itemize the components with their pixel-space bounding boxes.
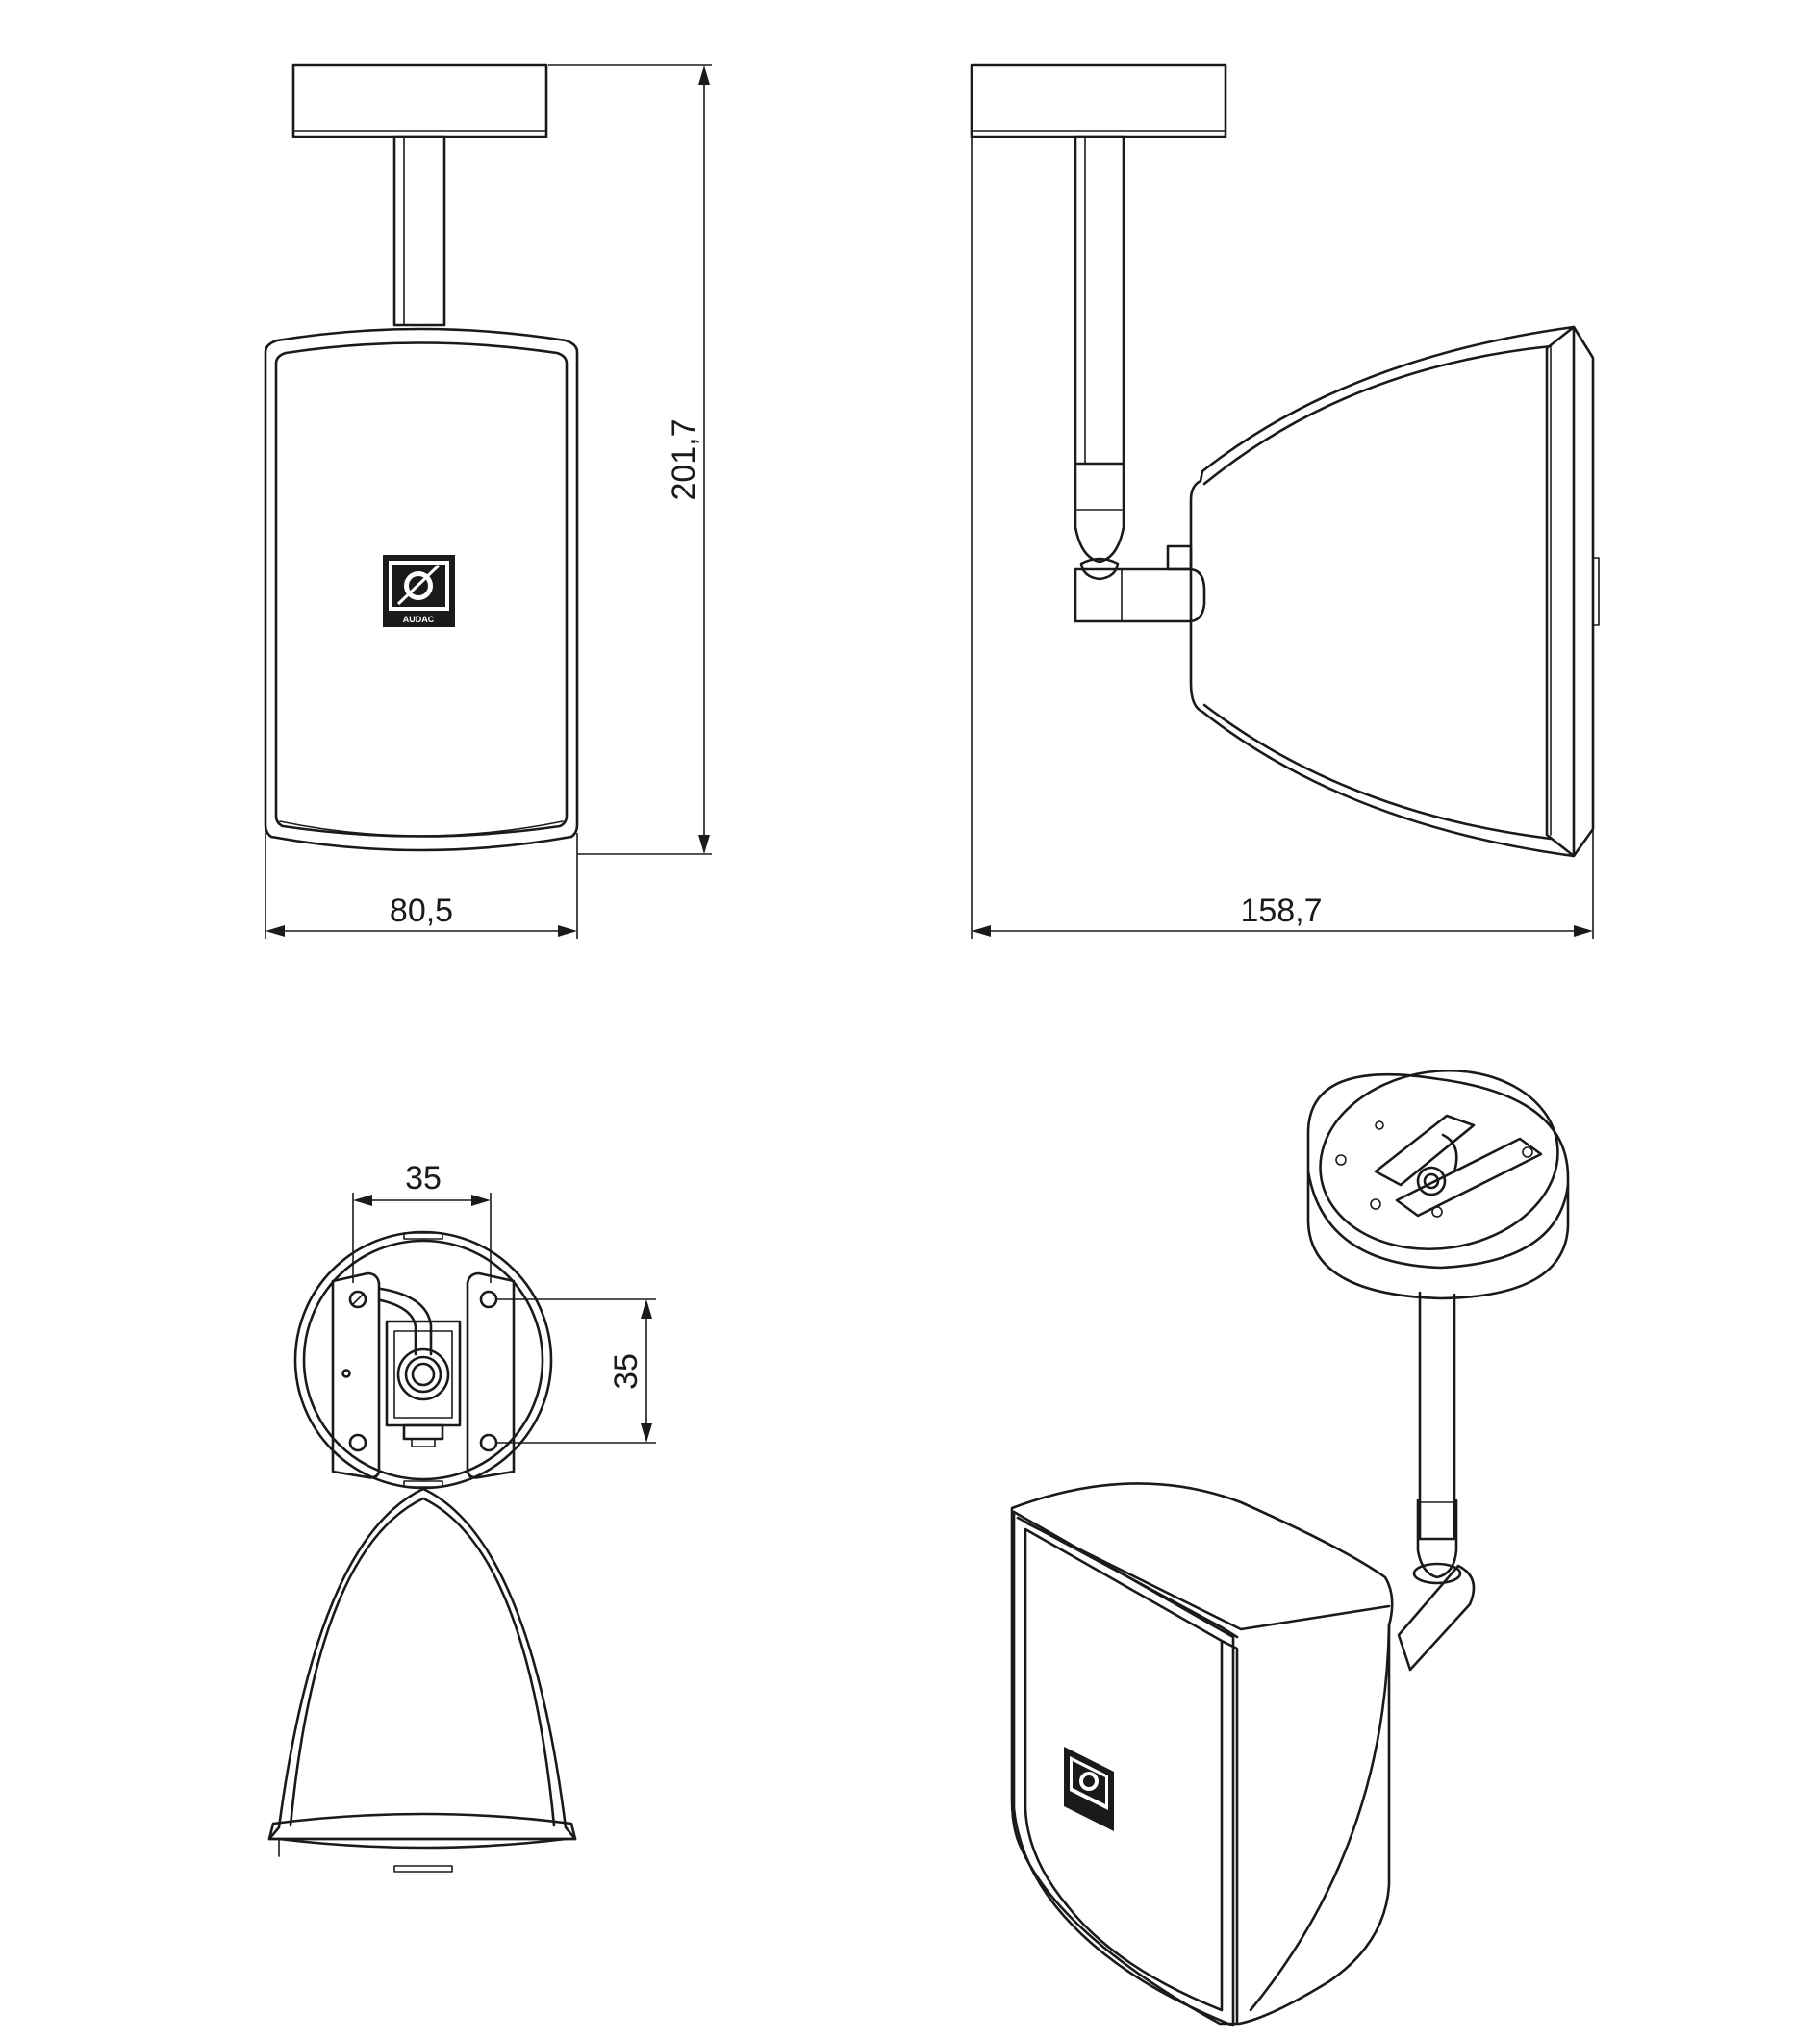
iso-cup-bracket: [1374, 1114, 1476, 1187]
side-view: [970, 63, 1600, 858]
side-mounting-pole: [1074, 135, 1125, 466]
top-view: [267, 1230, 577, 1873]
top-speaker-body: [267, 1487, 577, 1841]
side-front-bezel: [1545, 325, 1595, 858]
front-logo: AUDAC: [383, 555, 455, 627]
iso-speaker-body: [1010, 1482, 1394, 2026]
front-height-label: 201,7: [666, 418, 702, 500]
front-width-label: 80,5: [390, 893, 453, 929]
side-speaker-body: [1189, 325, 1576, 858]
iso-mounting-pole: [1418, 1291, 1456, 1541]
side-ceiling-plate: [970, 63, 1227, 138]
top-mount-hole: [479, 1433, 498, 1452]
front-width-dimension: 80,5: [265, 833, 578, 939]
front-speaker-body: [264, 327, 579, 852]
iso-ceiling-cup: [1306, 1072, 1570, 1300]
iso-front-face: [1012, 1510, 1235, 2027]
isometric-view: [1010, 1069, 1570, 2027]
top-left-bracket: [331, 1271, 381, 1479]
front-grille-outline: [274, 341, 569, 838]
side-bracket-arm: [1074, 567, 1206, 623]
top-right-bracket: [466, 1271, 516, 1479]
top-mount-plate: [293, 1230, 553, 1490]
top-hole-horizontal-dimension: 35: [352, 1160, 492, 1283]
top-hole-vertical-dimension: 35: [496, 1298, 656, 1444]
front-ceiling-plate: [291, 63, 548, 138]
front-view: AUDAC: [264, 63, 579, 852]
front-mounting-pole: [392, 135, 446, 327]
top-hole-horizontal-label: 35: [405, 1160, 442, 1196]
side-ball-joint: [1074, 462, 1125, 564]
side-depth-dimension: 158,7: [971, 137, 1594, 939]
iso-bracket-arm: [1397, 1564, 1476, 1672]
iso-logo: [1064, 1747, 1114, 1831]
front-height-dimension: 201,7: [548, 64, 712, 855]
top-cable-gland: [396, 1347, 450, 1401]
top-screw-hole: [348, 1290, 367, 1309]
top-mount-hole: [348, 1433, 367, 1452]
top-mount-hole: [479, 1290, 498, 1309]
top-hole-vertical-label: 35: [608, 1353, 645, 1390]
top-cable: [379, 1298, 417, 1356]
front-logo-text: AUDAC: [403, 615, 435, 624]
side-depth-label: 158,7: [1240, 893, 1322, 929]
